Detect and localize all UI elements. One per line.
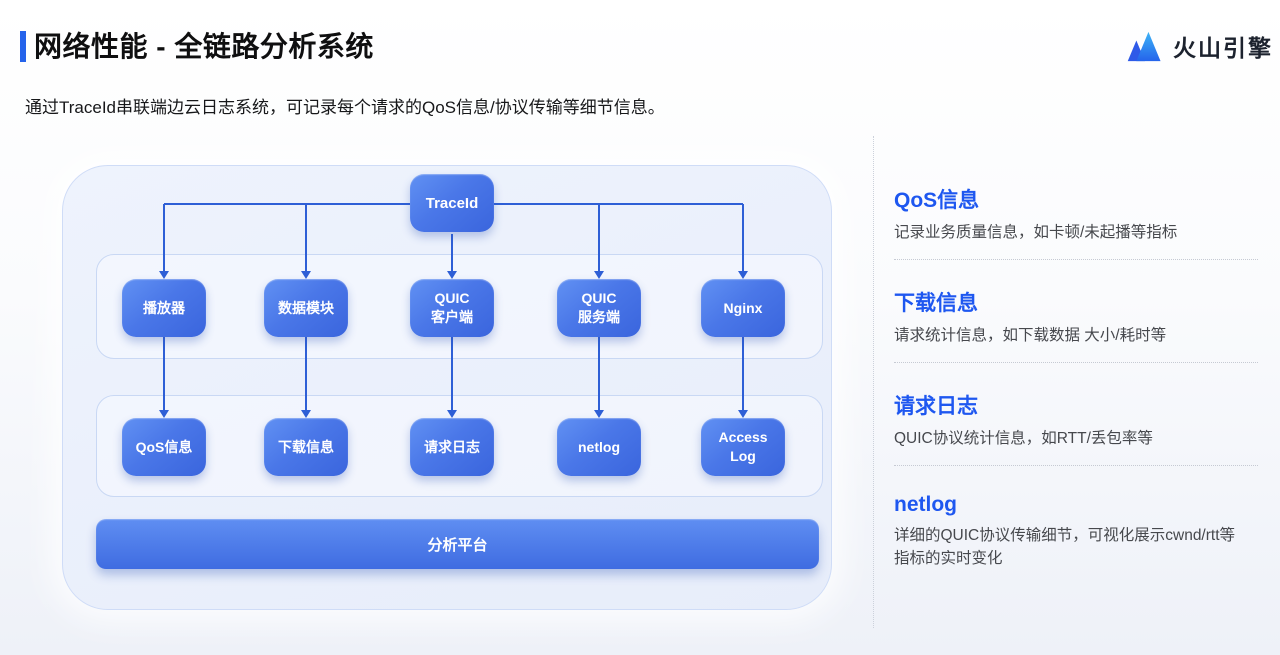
- node-traceid: TraceId: [410, 174, 494, 232]
- legend-title: 下载信息: [894, 292, 978, 315]
- legend-section-download: 下载信息 请求统计信息，如下载数据 大小/耗时等: [894, 287, 1258, 363]
- arrowhead-icon: [159, 410, 169, 418]
- legend-desc: QUIC协议统计信息，如RTT/丢包率等: [894, 430, 1153, 447]
- page-title: 网络性能 - 全链路分析系统: [34, 31, 374, 62]
- brand-logo: 火山引擎: [1126, 29, 1273, 63]
- legend-sidebar: QoS信息 记录业务质量信息，如卡顿/未起播等指标 下载信息 请求统计信息，如下…: [894, 184, 1258, 612]
- legend-title: netlog: [894, 493, 957, 516]
- vertical-divider: [873, 136, 874, 628]
- node-access-log: Access Log: [701, 418, 785, 476]
- node-analysis-platform: 分析平台: [96, 519, 819, 569]
- node-label: QoS信息: [135, 438, 193, 455]
- legend-section-qos: QoS信息 记录业务质量信息，如卡顿/未起播等指标: [894, 184, 1258, 260]
- page-subtitle: 通过TraceId串联端边云日志系统，可记录每个请求的QoS信息/协议传输等细节…: [25, 98, 665, 117]
- node-label: Access: [718, 429, 768, 445]
- node-label: 服务端: [578, 309, 620, 325]
- arrowhead-icon: [447, 410, 457, 418]
- arrowhead-icon: [301, 410, 311, 418]
- connector-line: [451, 234, 453, 273]
- legend-desc: 记录业务质量信息，如卡顿/未起播等指标: [894, 224, 1178, 241]
- diagram-panel: TraceId 播放器 数据模块 QUIC 客户端 QUIC 服务端 Nginx…: [62, 165, 832, 610]
- node-label: 请求日志: [424, 438, 480, 455]
- connector-line: [598, 204, 600, 273]
- node-label: Log: [730, 448, 756, 464]
- legend-desc: 详细的QUIC协议传输细节，可视化展示cwnd/rtt等指标的实时变化: [894, 527, 1236, 567]
- node-label: QUIC: [581, 290, 617, 306]
- brand-name: 火山引擎: [1173, 35, 1273, 61]
- node-netlog: netlog: [557, 418, 641, 476]
- node-quic-server: QUIC 服务端: [557, 279, 641, 337]
- connector-line: [742, 204, 744, 273]
- arrowhead-icon: [594, 410, 604, 418]
- node-qos-info: QoS信息: [122, 418, 206, 476]
- node-label: 分析平台: [427, 536, 488, 554]
- connector-line: [305, 204, 307, 273]
- connector-line: [163, 204, 165, 273]
- arrowhead-icon: [738, 271, 748, 279]
- legend-title: QoS信息: [894, 189, 980, 212]
- legend-title: 请求日志: [894, 395, 978, 418]
- node-label: 数据模块: [278, 299, 334, 316]
- connector-line: [598, 337, 600, 410]
- connector-line: [163, 337, 165, 410]
- node-download-info: 下载信息: [264, 418, 348, 476]
- connector-line: [305, 337, 307, 410]
- arrowhead-icon: [159, 271, 169, 279]
- node-request-log: 请求日志: [410, 418, 494, 476]
- title-accent-bar: [20, 31, 26, 62]
- node-quic-client: QUIC 客户端: [410, 279, 494, 337]
- node-label: 播放器: [143, 299, 185, 316]
- node-nginx: Nginx: [701, 279, 785, 337]
- arrowhead-icon: [594, 271, 604, 279]
- node-data-module: 数据模块: [264, 279, 348, 337]
- node-label: 客户端: [431, 309, 473, 325]
- legend-section-request-log: 请求日志 QUIC协议统计信息，如RTT/丢包率等: [894, 390, 1258, 466]
- node-label: netlog: [578, 438, 620, 455]
- legend-desc: 请求统计信息，如下载数据 大小/耗时等: [894, 327, 1167, 344]
- arrowhead-icon: [301, 271, 311, 279]
- arrowhead-icon: [738, 410, 748, 418]
- connector-line: [742, 337, 744, 410]
- arrowhead-icon: [447, 271, 457, 279]
- node-label: TraceId: [425, 194, 479, 212]
- volcano-mountain-icon: [1126, 30, 1164, 63]
- legend-section-netlog: netlog 详细的QUIC协议传输细节，可视化展示cwnd/rtt等指标的实时…: [894, 493, 1258, 585]
- node-player: 播放器: [122, 279, 206, 337]
- node-label: Nginx: [723, 299, 763, 316]
- connector-line: [451, 337, 453, 410]
- node-label: QUIC: [434, 290, 470, 306]
- node-label: 下载信息: [278, 438, 334, 455]
